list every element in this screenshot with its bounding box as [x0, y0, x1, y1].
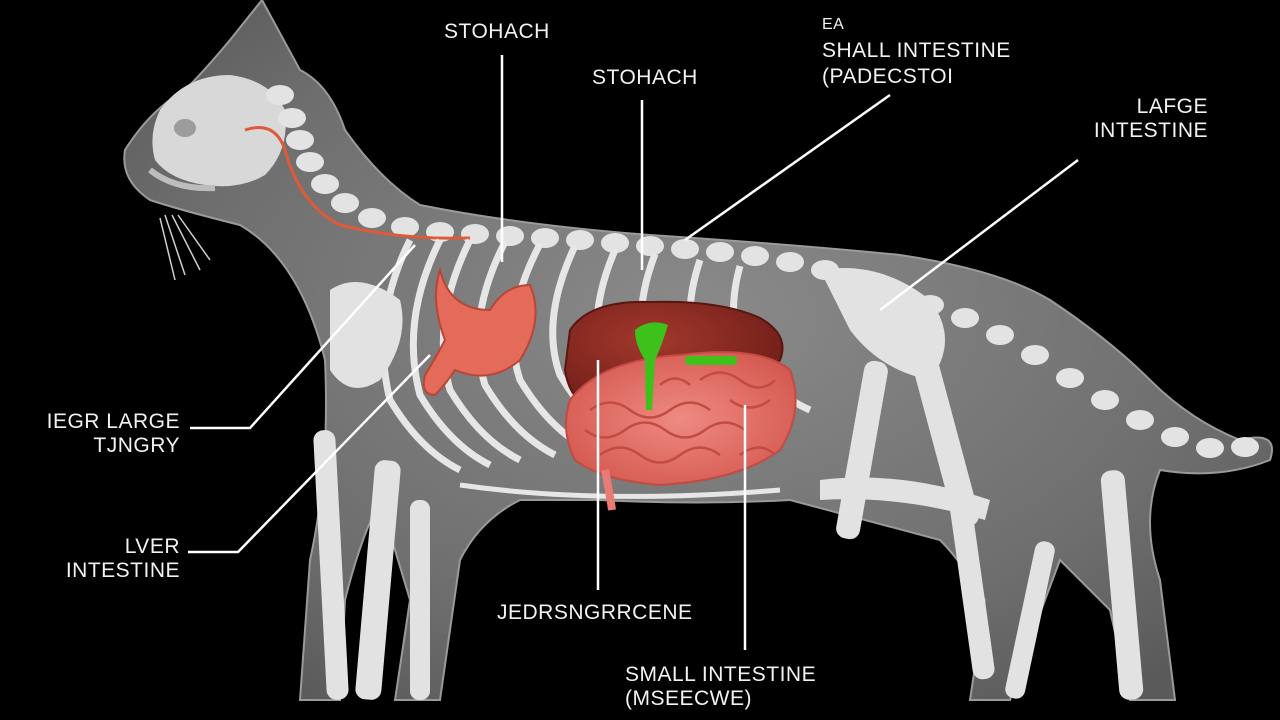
label-stomach-top-text: STOHACH [444, 20, 550, 43]
label-small-intestine-top: EA SHALL INTESTINE (PADECSTOI [822, 12, 1011, 90]
nerve-line [244, 126, 471, 240]
label-stomach-second-text: STOHACH [592, 66, 698, 89]
label-left-lower: LVER INTESTINE [20, 535, 180, 583]
label-large-intestine-right: LAFGE INTESTINE [1060, 95, 1208, 143]
label-stomach-top: STOHACH [444, 20, 550, 44]
label-left-upper: IEGR LARGE TJNGRY [10, 410, 180, 458]
skull-icon [148, 75, 286, 192]
label-large-intestine-right-line1: LAFGE [1136, 95, 1208, 118]
gallbladder-organ [635, 322, 737, 410]
whiskers-icon [159, 214, 211, 281]
label-left-upper-line2: TJNGRY [93, 434, 180, 457]
label-small-intestine-bottom-line2: (MSEECWE) [625, 687, 752, 710]
intestines-organ [565, 351, 797, 511]
label-small-intestine-top-line1: EA [822, 16, 845, 33]
hind-leg-bones [820, 268, 1144, 700]
label-stomach-second: STOHACH [592, 66, 698, 90]
label-large-intestine-right-line2: INTESTINE [1093, 119, 1208, 142]
label-bottom-center-text: JEDRSNGRRCENE [497, 601, 693, 624]
label-small-intestine-top-line3: (PADECSTOI [822, 65, 954, 88]
label-left-lower-line2: INTESTINE [65, 559, 180, 582]
label-left-lower-line1: LVER [124, 535, 180, 558]
label-bottom-center: JEDRSNGRRCENE [497, 601, 693, 625]
label-small-intestine-bottom: SMALL INTESTINE (MSEECWE) [625, 663, 816, 711]
label-small-intestine-top-line2: SHALL INTESTINE [822, 39, 1011, 62]
label-small-intestine-bottom-line1: SMALL INTESTINE [625, 663, 817, 686]
label-left-upper-line1: IEGR LARGE [46, 410, 180, 433]
stomach-organ [422, 266, 537, 397]
front-leg-bones [313, 282, 430, 700]
leader-lines [188, 55, 1079, 650]
